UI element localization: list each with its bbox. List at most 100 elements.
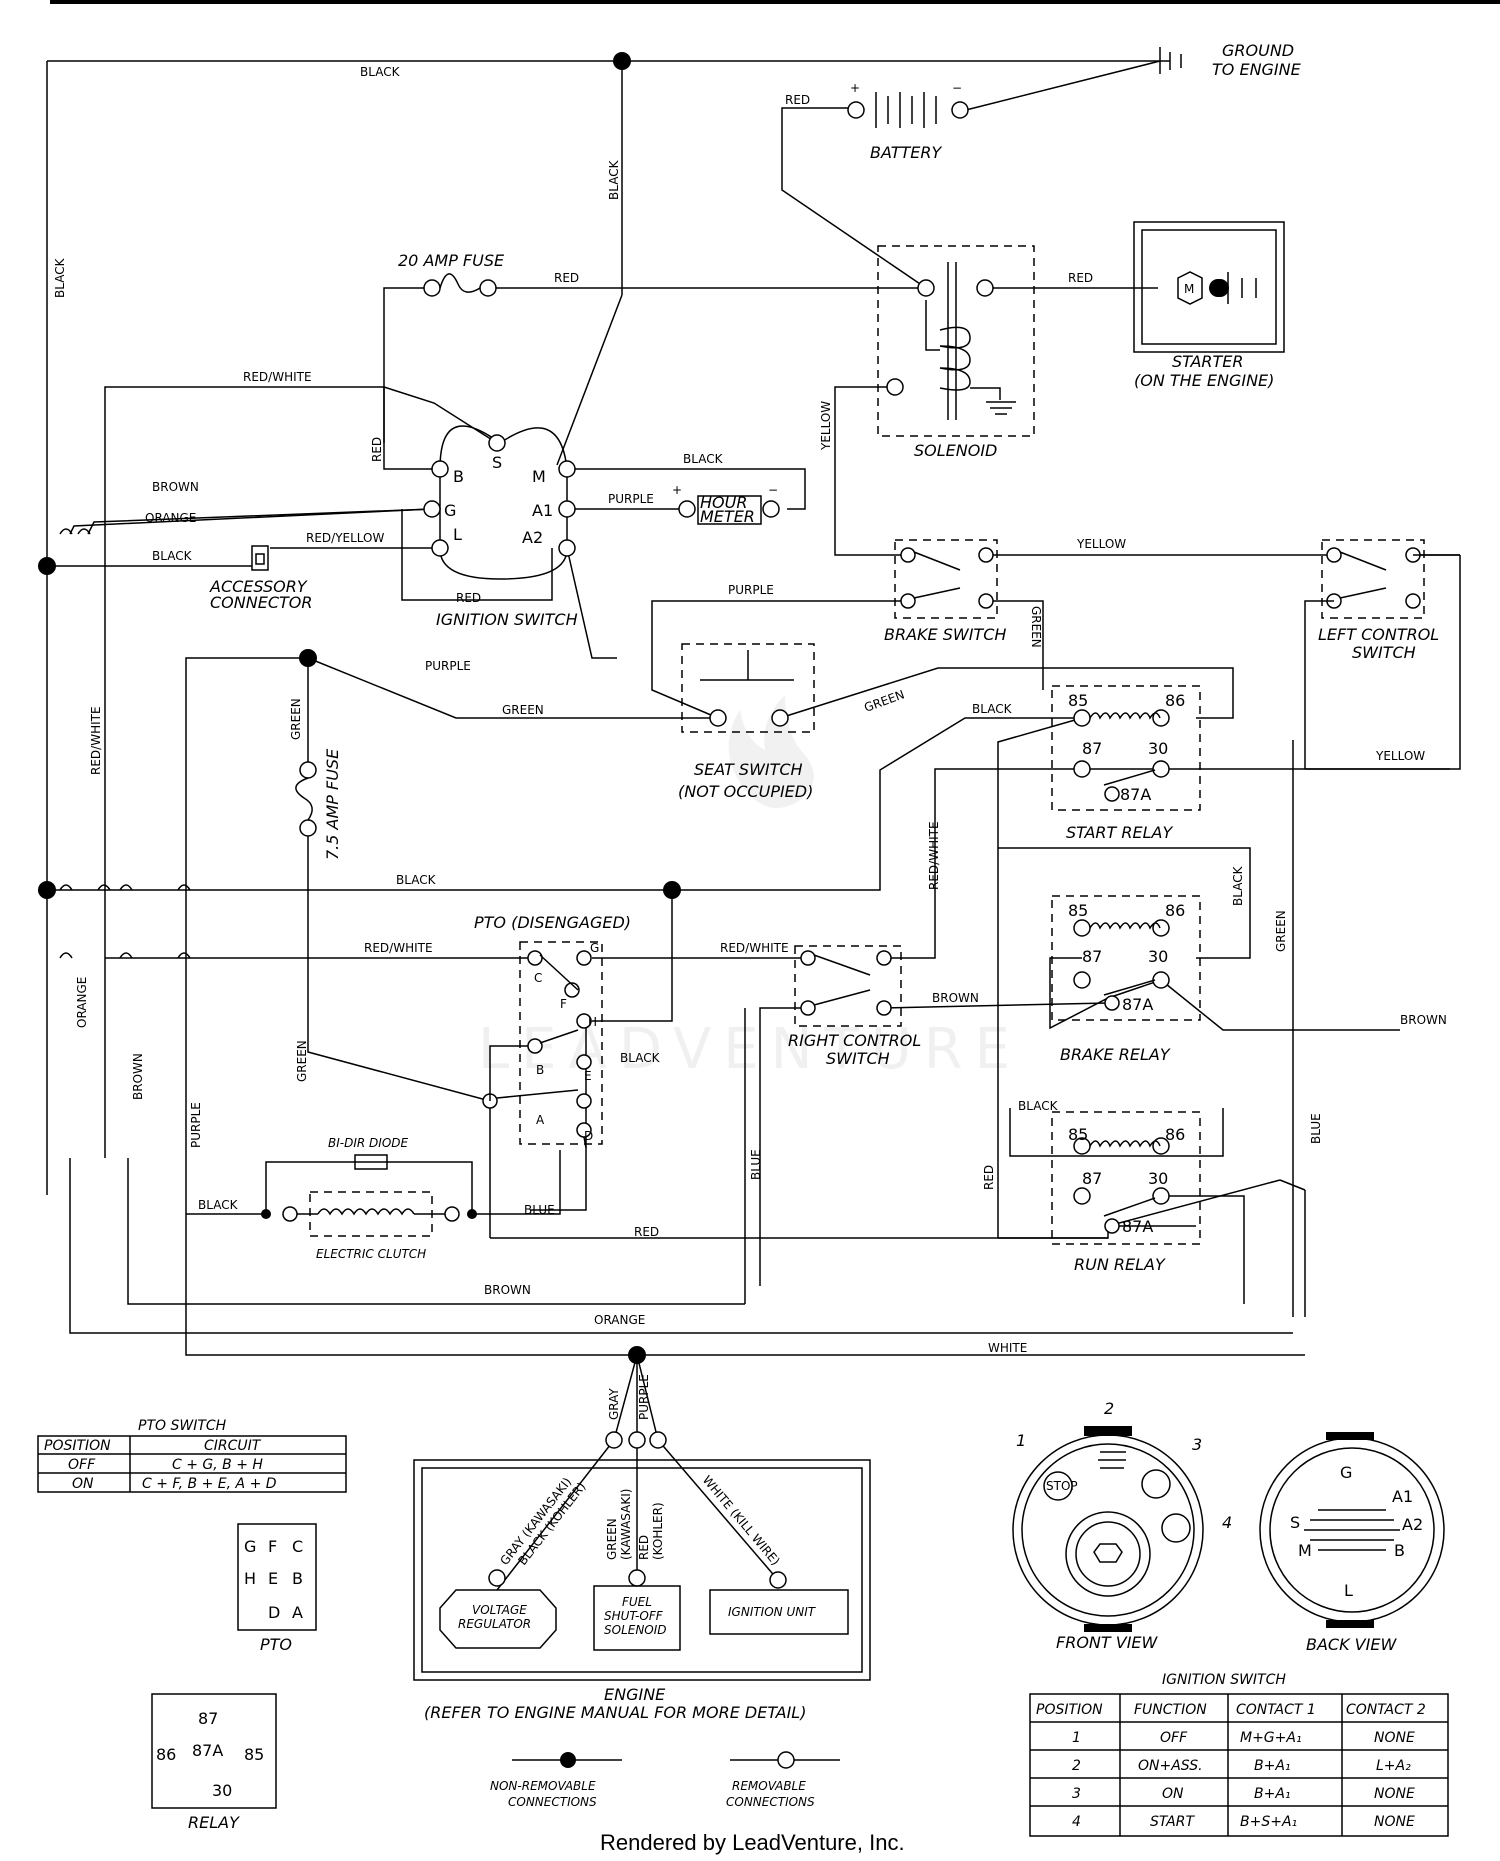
wire-label: BLACK [972,702,1013,716]
svg-text:ON: ON [72,1476,94,1492]
wire-crossings [59,528,191,959]
svg-text:3: 3 [1192,1435,1202,1454]
svg-text:FUNCTION: FUNCTION [1134,1702,1207,1718]
ignition-front-view: STOP 1 2 3 4 FRONT VIEW [1012,1399,1232,1652]
wire-label: BLACK [198,1198,239,1212]
svg-text:87A: 87A [1122,1217,1153,1236]
wires [46,47,1461,1591]
svg-text:2: 2 [1072,1758,1081,1774]
svg-text:FRONT VIEW: FRONT VIEW [1056,1633,1159,1652]
wire-label: GREEN [289,698,303,740]
svg-text:−: − [952,81,962,95]
svg-text:86: 86 [156,1745,176,1764]
svg-text:CONNECTOR: CONNECTOR [210,593,312,612]
svg-text:SHUT-OFF: SHUT-OFF [604,1609,664,1623]
ignition-switch: S B M G A1 L A2 IGNITION SWITCH [423,425,578,629]
svg-text:L+A₂: L+A₂ [1376,1758,1411,1774]
svg-text:C + G, B + H: C + G, B + H [172,1457,263,1473]
svg-text:86: 86 [1165,901,1185,920]
svg-text:S: S [1290,1513,1300,1532]
wire-label: ORANGE [75,977,89,1028]
svg-text:H: H [588,1015,597,1029]
svg-text:D: D [584,1129,593,1143]
svg-text:A1: A1 [1392,1487,1413,1506]
wire-label: YELLOW [819,401,833,451]
wire-labels: BLACK BLACK BLACK RED RED RED RED/WHITE … [53,65,1447,1420]
svg-text:4: 4 [1072,1814,1081,1830]
legend: NON-REMOVABLE CONNECTIONS REMOVABLE CONN… [490,1751,840,1809]
svg-text:GREEN: GREEN [605,1518,619,1560]
wire-label: RED/WHITE [720,941,789,955]
wire-label: GREEN [1029,606,1043,648]
svg-text:CONNECTIONS: CONNECTIONS [508,1795,597,1809]
svg-text:(NOT OCCUPIED): (NOT OCCUPIED) [678,782,813,801]
svg-text:A2: A2 [522,528,543,547]
non-removable-dots [38,52,1229,1364]
svg-text:G: G [1340,1463,1352,1482]
svg-text:H: H [244,1569,256,1588]
svg-text:A2: A2 [1402,1515,1423,1534]
svg-text:ENGINE: ENGINE [604,1685,666,1704]
run-relay: 85 86 87 30 87A RUN RELAY [1051,1111,1201,1274]
svg-text:ON: ON [1162,1786,1184,1802]
svg-text:ELECTRIC CLUTCH: ELECTRIC CLUTCH [316,1247,426,1261]
svg-text:B+A₁: B+A₁ [1254,1758,1291,1774]
wire-label: BLACK [396,873,437,887]
svg-text:CONTACT 2: CONTACT 2 [1346,1702,1426,1718]
wire-label: GREEN [1274,910,1288,952]
svg-text:BI-DIR DIODE: BI-DIR DIODE [328,1136,408,1150]
wire-label: YELLOW [1076,537,1126,551]
svg-text:1: 1 [1016,1431,1026,1450]
svg-text:L: L [453,525,462,544]
wire-label: RED [634,1225,659,1239]
wire-label: PURPLE [637,1374,651,1420]
pto-switch: C G F H B E A D PTO (DISENGAGED) [474,913,631,1149]
start-relay: 85 86 87 30 87A START RELAY [1051,685,1201,842]
svg-text:+: + [850,81,860,95]
svg-text:PTO (DISENGAGED): PTO (DISENGAGED) [474,913,631,932]
svg-text:A: A [292,1603,303,1622]
ignition-switch-table: IGNITION SWITCH POSITION FUNCTION CONTAC… [1029,1672,1449,1837]
svg-text:START: START [1150,1814,1195,1830]
wire-label: RED [554,271,579,285]
svg-text:BRAKE RELAY: BRAKE RELAY [1060,1045,1171,1064]
fuse-20-amp: 20 AMP FUSE [398,251,505,297]
svg-text:M: M [1184,282,1194,296]
svg-text:OFF: OFF [1160,1730,1188,1746]
watermark-text: LEADVENTURE [478,1017,1022,1082]
svg-text:A: A [536,1113,545,1127]
svg-text:F: F [268,1537,277,1556]
svg-text:IGNITION SWITCH: IGNITION SWITCH [1162,1672,1286,1688]
svg-text:STOP: STOP [1046,1479,1078,1493]
svg-text:M: M [532,467,546,486]
wire-label: BLACK [620,1051,661,1065]
svg-text:87A: 87A [192,1741,223,1760]
svg-text:ACCESSORY: ACCESSORY [209,577,308,596]
svg-text:BRAKE SWITCH: BRAKE SWITCH [884,625,1006,644]
svg-text:+: + [672,483,682,497]
wire-label: BLUE [749,1149,763,1180]
svg-text:BACK VIEW: BACK VIEW [1306,1635,1397,1654]
wire-label: RED [370,437,384,462]
svg-text:IGNITION UNIT: IGNITION UNIT [728,1605,817,1619]
svg-text:−: − [768,483,778,497]
svg-text:TO ENGINE: TO ENGINE [1212,60,1302,79]
svg-text:HOUR: HOUR [700,493,747,512]
svg-text:87: 87 [1082,1169,1102,1188]
svg-text:ON+ASS.: ON+ASS. [1138,1758,1203,1774]
svg-text:B: B [536,1063,544,1077]
wire-label: BLUE [1309,1113,1323,1144]
svg-text:87: 87 [1082,739,1102,758]
svg-text:VOLTAGE: VOLTAGE [472,1603,527,1617]
svg-text:M+G+A₁: M+G+A₁ [1240,1730,1302,1746]
svg-text:CONTACT 1: CONTACT 1 [1236,1702,1316,1718]
svg-text:S: S [492,453,502,472]
svg-text:GROUND: GROUND [1222,41,1294,60]
svg-text:C + F, B + E, A + D: C + F, B + E, A + D [142,1476,277,1492]
wire-label: RED [1068,271,1093,285]
wire-label: PURPLE [189,1102,203,1148]
svg-text:C: C [292,1537,303,1556]
svg-text:NONE: NONE [1374,1786,1415,1802]
brake-relay: 85 86 87 30 87A BRAKE RELAY [1051,895,1201,1064]
wire-label: BLACK [360,65,401,79]
